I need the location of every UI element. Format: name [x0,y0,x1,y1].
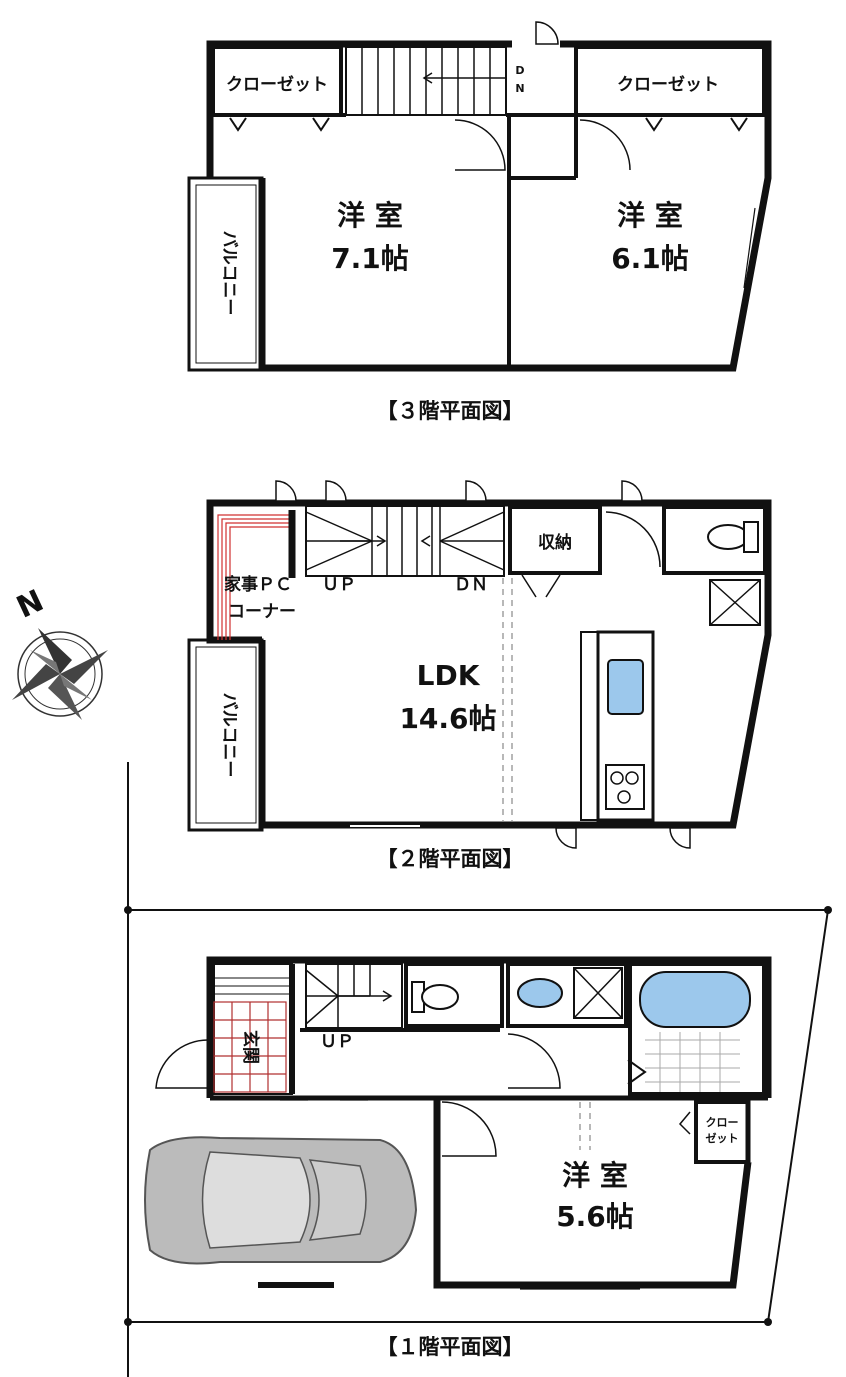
bathtub [639,971,751,1028]
caption-3f: 【３階平面図】 [377,399,524,423]
pc-corner-label-1: 家事ＰＣ [224,574,292,595]
toilet-2f [707,524,749,550]
room-3f-left-name: 洋 室 [337,199,403,232]
kitchen-sink [607,659,644,715]
closet-3f-left-label: クローゼット [226,74,328,95]
stove [605,764,645,810]
ldk-name: LDK [417,659,481,692]
ldk-size: 14.6帖 [399,702,496,735]
stair-dn-2f: ＤＮ [454,575,488,595]
stair-dn-3f-n: N [515,82,524,95]
toilet-room-2f [662,505,767,575]
compass-north: N [11,583,49,625]
floor-3: クローゼット クローゼット D N バルコニー 洋 室 7.1帖 洋 室 6.1… [187,21,772,423]
compass: N [11,583,108,720]
bathroom [628,962,766,1096]
caption-2f: 【２階平面図】 [377,847,524,871]
entrance-label: 玄関 [240,1030,261,1064]
closet-1f-label-2: ゼット [706,1131,739,1145]
balcony-3f [187,176,264,372]
stair-up-1f: ＵＰ [320,1032,354,1052]
storage-2f-label: 収納 [538,532,572,553]
room-3f-right-size: 6.1帖 [611,242,689,275]
closet-3f-right-label: クローゼット [617,74,719,95]
toilet-1f [421,984,459,1010]
entrance-tiles [213,1001,287,1093]
caption-1f: 【１階平面図】 [377,1335,524,1359]
room-1f-name: 洋 室 [562,1159,628,1192]
washroom [506,962,628,1028]
storage-2f [508,505,602,575]
closet-1f [694,1100,750,1164]
floor-1: 玄関 ＵＰ クロー ゼット 洋 室 5.6帖 【１階平面図】 [124,762,832,1377]
closet-1f-label-1: クロー [706,1116,739,1129]
room-3f-right-name: 洋 室 [617,199,683,232]
car [144,1136,418,1265]
balcony-2f-label: バルコニー [219,693,239,778]
room-1f-size: 5.6帖 [556,1200,634,1233]
stair-dn-3f-d: D [515,64,524,77]
pc-corner-label-2: コーナー [228,602,296,622]
room-3f-left-size: 7.1帖 [331,242,409,275]
wash-basin [517,978,563,1008]
toilet-room-1f [404,962,504,1028]
stair-up-2f: ＵＰ [322,575,356,595]
floor-2: 家事ＰＣ コーナー 収納 ＵＰ ＤＮ バルコニー LDK 14.6帖 【２階平面… [187,480,772,871]
balcony-3f-label: バルコニー [219,231,239,316]
